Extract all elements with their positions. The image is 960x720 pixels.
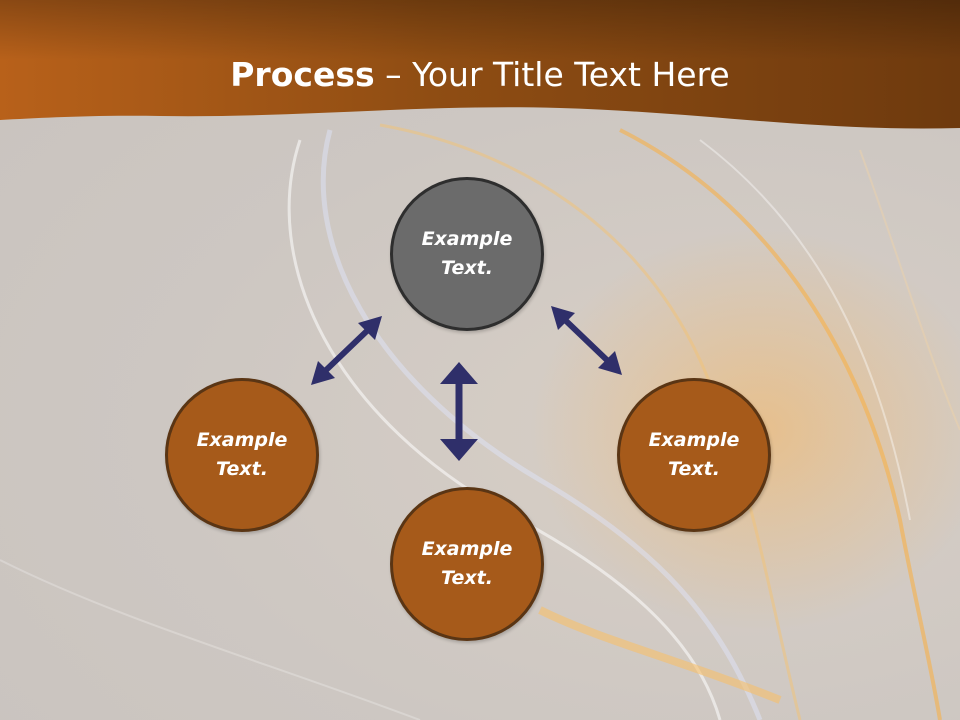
- slide-title: Process – Your Title Text Here: [0, 52, 960, 98]
- node-label: Example Text.: [196, 429, 288, 480]
- process-node-center: Example Text.: [390, 177, 544, 331]
- node-label: Example Text.: [421, 228, 513, 279]
- node-label: Example Text.: [648, 429, 740, 480]
- process-node-right: Example Text.: [617, 378, 771, 532]
- process-node-left: Example Text.: [165, 378, 319, 532]
- process-node-bottom: Example Text.: [390, 487, 544, 641]
- title-bold: Process: [230, 55, 375, 94]
- title-rest: – Your Title Text Here: [374, 55, 730, 94]
- node-label: Example Text.: [421, 538, 513, 589]
